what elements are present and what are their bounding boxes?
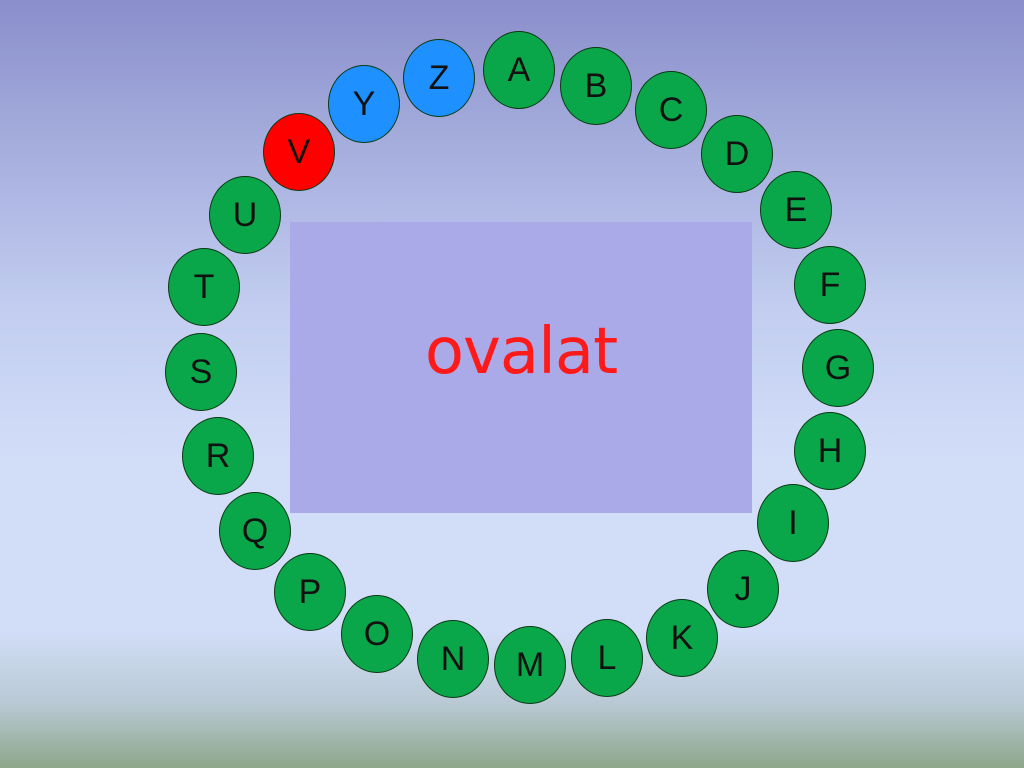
letter-bubble-v[interactable]: V: [263, 113, 335, 191]
letter-bubble-d[interactable]: D: [701, 115, 773, 193]
word-panel: ovalat: [290, 222, 752, 513]
letter-bubble-m[interactable]: M: [494, 626, 566, 704]
letter-bubble-c[interactable]: C: [635, 71, 707, 149]
letter-bubble-k[interactable]: K: [646, 599, 718, 677]
letter-bubble-r[interactable]: R: [182, 417, 254, 495]
letter-bubble-t[interactable]: T: [168, 248, 240, 326]
target-word: ovalat: [424, 315, 618, 389]
letter-bubble-n[interactable]: N: [417, 620, 489, 698]
letter-bubble-g[interactable]: G: [802, 329, 874, 407]
letter-bubble-b[interactable]: B: [560, 47, 632, 125]
letter-bubble-i[interactable]: I: [757, 484, 829, 562]
letter-bubble-q[interactable]: Q: [219, 492, 291, 570]
letter-bubble-s[interactable]: S: [165, 333, 237, 411]
letter-bubble-o[interactable]: O: [341, 595, 413, 673]
letter-bubble-a[interactable]: A: [483, 31, 555, 109]
letter-bubble-e[interactable]: E: [760, 171, 832, 249]
letter-bubble-p[interactable]: P: [274, 553, 346, 631]
letter-bubble-l[interactable]: L: [571, 619, 643, 697]
letter-bubble-f[interactable]: F: [794, 246, 866, 324]
letter-bubble-z[interactable]: Z: [403, 39, 475, 117]
letter-bubble-h[interactable]: H: [794, 412, 866, 490]
letter-bubble-y[interactable]: Y: [328, 65, 400, 143]
letter-bubble-u[interactable]: U: [209, 176, 281, 254]
letter-bubble-j[interactable]: J: [707, 550, 779, 628]
